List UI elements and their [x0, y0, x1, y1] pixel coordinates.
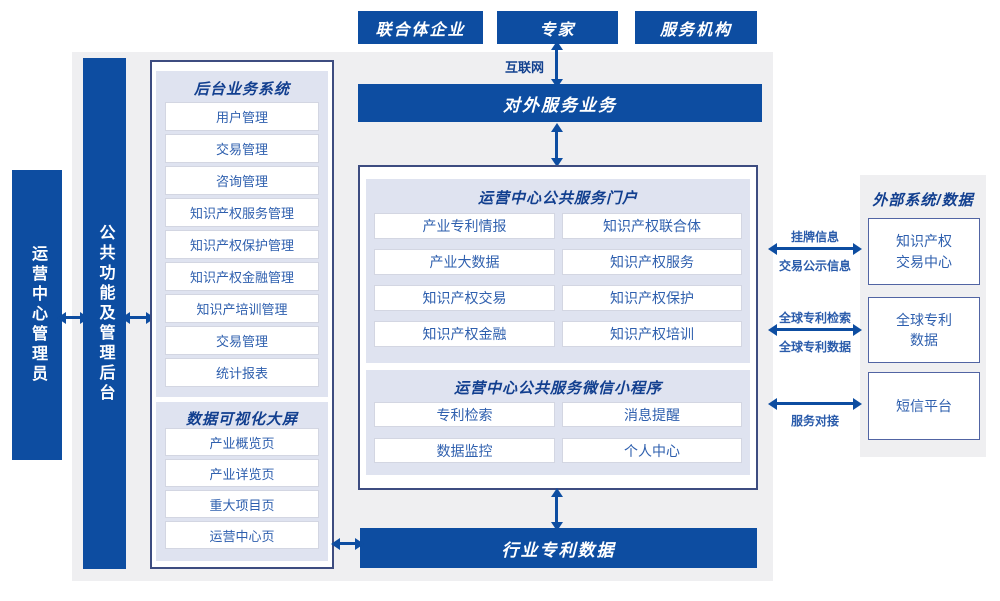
panel-data-viz-title: 数据可视化大屏 [185, 411, 298, 428]
arrow-portal-to-patentdata-icon [550, 488, 563, 531]
arrow-service-connect-icon [768, 397, 862, 410]
vbar-public-backend-label: 公共功能及管理后台 [96, 223, 114, 404]
portal-item-ip-finance: 知识产权金融 [374, 321, 555, 347]
node-service-organizations: 服务机构 [635, 11, 757, 44]
dataviz-item-operations-center: 运营中心页 [165, 521, 319, 549]
arrow-bar-to-portal-icon [550, 123, 563, 167]
link-label-global-patent-search: 全球专利检索 [778, 311, 851, 325]
internet-label: 互联网 [504, 60, 544, 75]
external-box-sms-platform-label: 短信平台 [896, 397, 952, 414]
external-box-global-patent-data: 全球专利数据 [868, 297, 980, 363]
link-label-global-patent-data: 全球专利数据 [778, 340, 851, 354]
backend-item-ip-finance-mgmt: 知识产权金融管理 [165, 262, 319, 291]
portal-item-ip-service: 知识产权服务 [562, 249, 742, 275]
external-box-ip-trading-center: 知识产权交易中心 [868, 218, 980, 285]
bar-external-service: 对外服务业务 [358, 84, 762, 122]
portal-item-industry-bigdata: 产业大数据 [374, 249, 555, 275]
portal-item-ip-consortium: 知识产权联合体 [562, 213, 742, 239]
node-consortium-label: 联合体企业 [375, 21, 466, 39]
backend-item-ip-protection-mgmt: 知识产权保护管理 [165, 230, 319, 259]
vbar-operations-admin-label: 运营中心管理员 [29, 245, 46, 385]
link-label-trade-publicity: 交易公示信息 [778, 259, 851, 273]
external-box-global-patent-data-label: 全球专利数据 [896, 311, 952, 348]
backend-item-ip-training-mgmt: 知识产培训管理 [165, 294, 319, 323]
backend-item-trade-mgmt-2: 交易管理 [165, 326, 319, 355]
backend-item-consult-mgmt: 咨询管理 [165, 166, 319, 195]
external-box-ip-trading-center-label: 知识产权交易中心 [896, 233, 952, 270]
link-label-service-connect: 服务对接 [790, 414, 839, 428]
node-service-org-label: 服务机构 [659, 21, 732, 39]
arrow-internet-icon [550, 41, 563, 88]
dataviz-item-industry-detail: 产业详览页 [165, 459, 319, 487]
dataviz-item-industry-overview: 产业概览页 [165, 428, 319, 456]
vbar-public-backend: 公共功能及管理后台 [83, 58, 126, 569]
bar-industry-patent-data-label: 行业专利数据 [501, 540, 616, 560]
panel-miniprogram-title: 运营中心公共服务微信小程序 [453, 380, 662, 397]
arrow-dataviz-to-patentdata-icon [331, 537, 364, 550]
vbar-operations-admin: 运营中心管理员 [12, 170, 62, 460]
panel-public-portal-title: 运营中心公共服务门户 [477, 190, 638, 207]
external-panel-title: 外部系统/数据 [872, 192, 974, 209]
backend-item-user-mgmt: 用户管理 [165, 102, 319, 131]
portal-item-ip-protection: 知识产权保护 [562, 285, 742, 311]
mini-item-message-alert: 消息提醒 [562, 402, 742, 427]
bar-industry-patent-data: 行业专利数据 [360, 528, 757, 568]
arrow-global-patent-icon [768, 323, 862, 336]
node-experts: 专家 [497, 11, 618, 44]
portal-item-patent-intel: 产业专利情报 [374, 213, 555, 239]
portal-item-ip-training: 知识产权培训 [562, 321, 742, 347]
mini-item-data-monitor: 数据监控 [374, 438, 555, 463]
external-box-sms-platform: 短信平台 [868, 372, 980, 440]
link-label-listing-info: 挂牌信息 [790, 230, 839, 244]
bar-external-service-label: 对外服务业务 [503, 95, 617, 115]
mini-item-patent-search: 专利检索 [374, 402, 555, 427]
node-experts-label: 专家 [539, 21, 576, 39]
backend-item-stat-reports: 统计报表 [165, 358, 319, 387]
portal-item-ip-trade: 知识产权交易 [374, 285, 555, 311]
arrow-backend-to-systems-icon [121, 311, 155, 324]
arrow-admin-to-backend-icon [57, 311, 89, 324]
node-consortium-enterprises: 联合体企业 [358, 11, 483, 44]
mini-item-personal-center: 个人中心 [562, 438, 742, 463]
backend-item-trade-mgmt: 交易管理 [165, 134, 319, 163]
dataviz-item-major-projects: 重大项目页 [165, 490, 319, 518]
backend-item-ip-service-mgmt: 知识产权服务管理 [165, 198, 319, 227]
panel-backend-system-title: 后台业务系统 [193, 81, 290, 98]
arrow-listing-info-icon [768, 242, 862, 255]
